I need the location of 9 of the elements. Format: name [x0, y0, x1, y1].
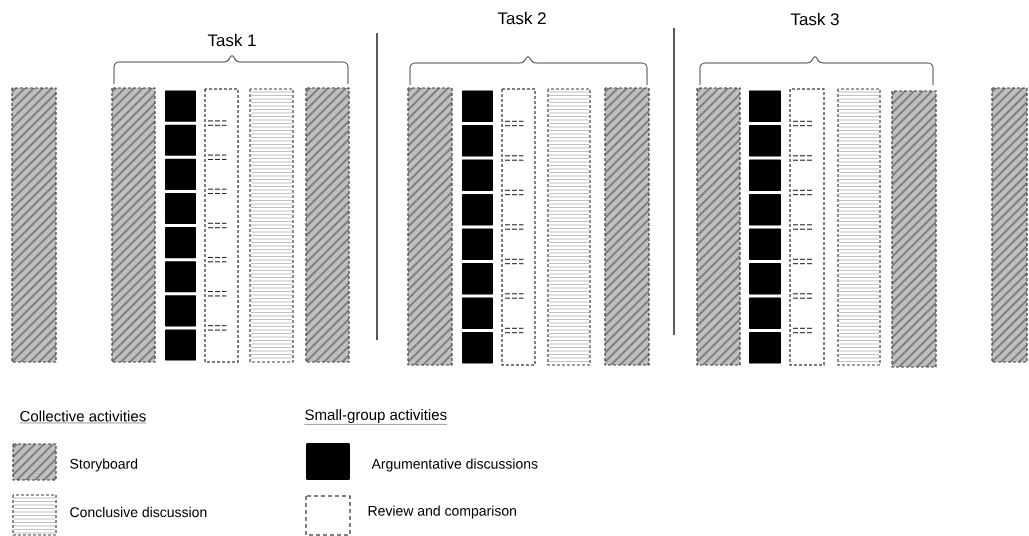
- task-label: Task 3: [790, 12, 839, 26]
- legend-text: Argumentative discussions: [371, 458, 538, 472]
- task-label: Task 2: [497, 11, 546, 25]
- legend-heading: Small-group activities: [304, 409, 448, 425]
- task-label: Task 1: [207, 33, 256, 47]
- legend-text: Storyboard: [70, 458, 138, 472]
- legend-text: Conclusive discussion: [70, 506, 207, 518]
- legend-text: Review and comparison: [368, 505, 516, 519]
- legend-heading: Collective activities: [19, 410, 147, 424]
